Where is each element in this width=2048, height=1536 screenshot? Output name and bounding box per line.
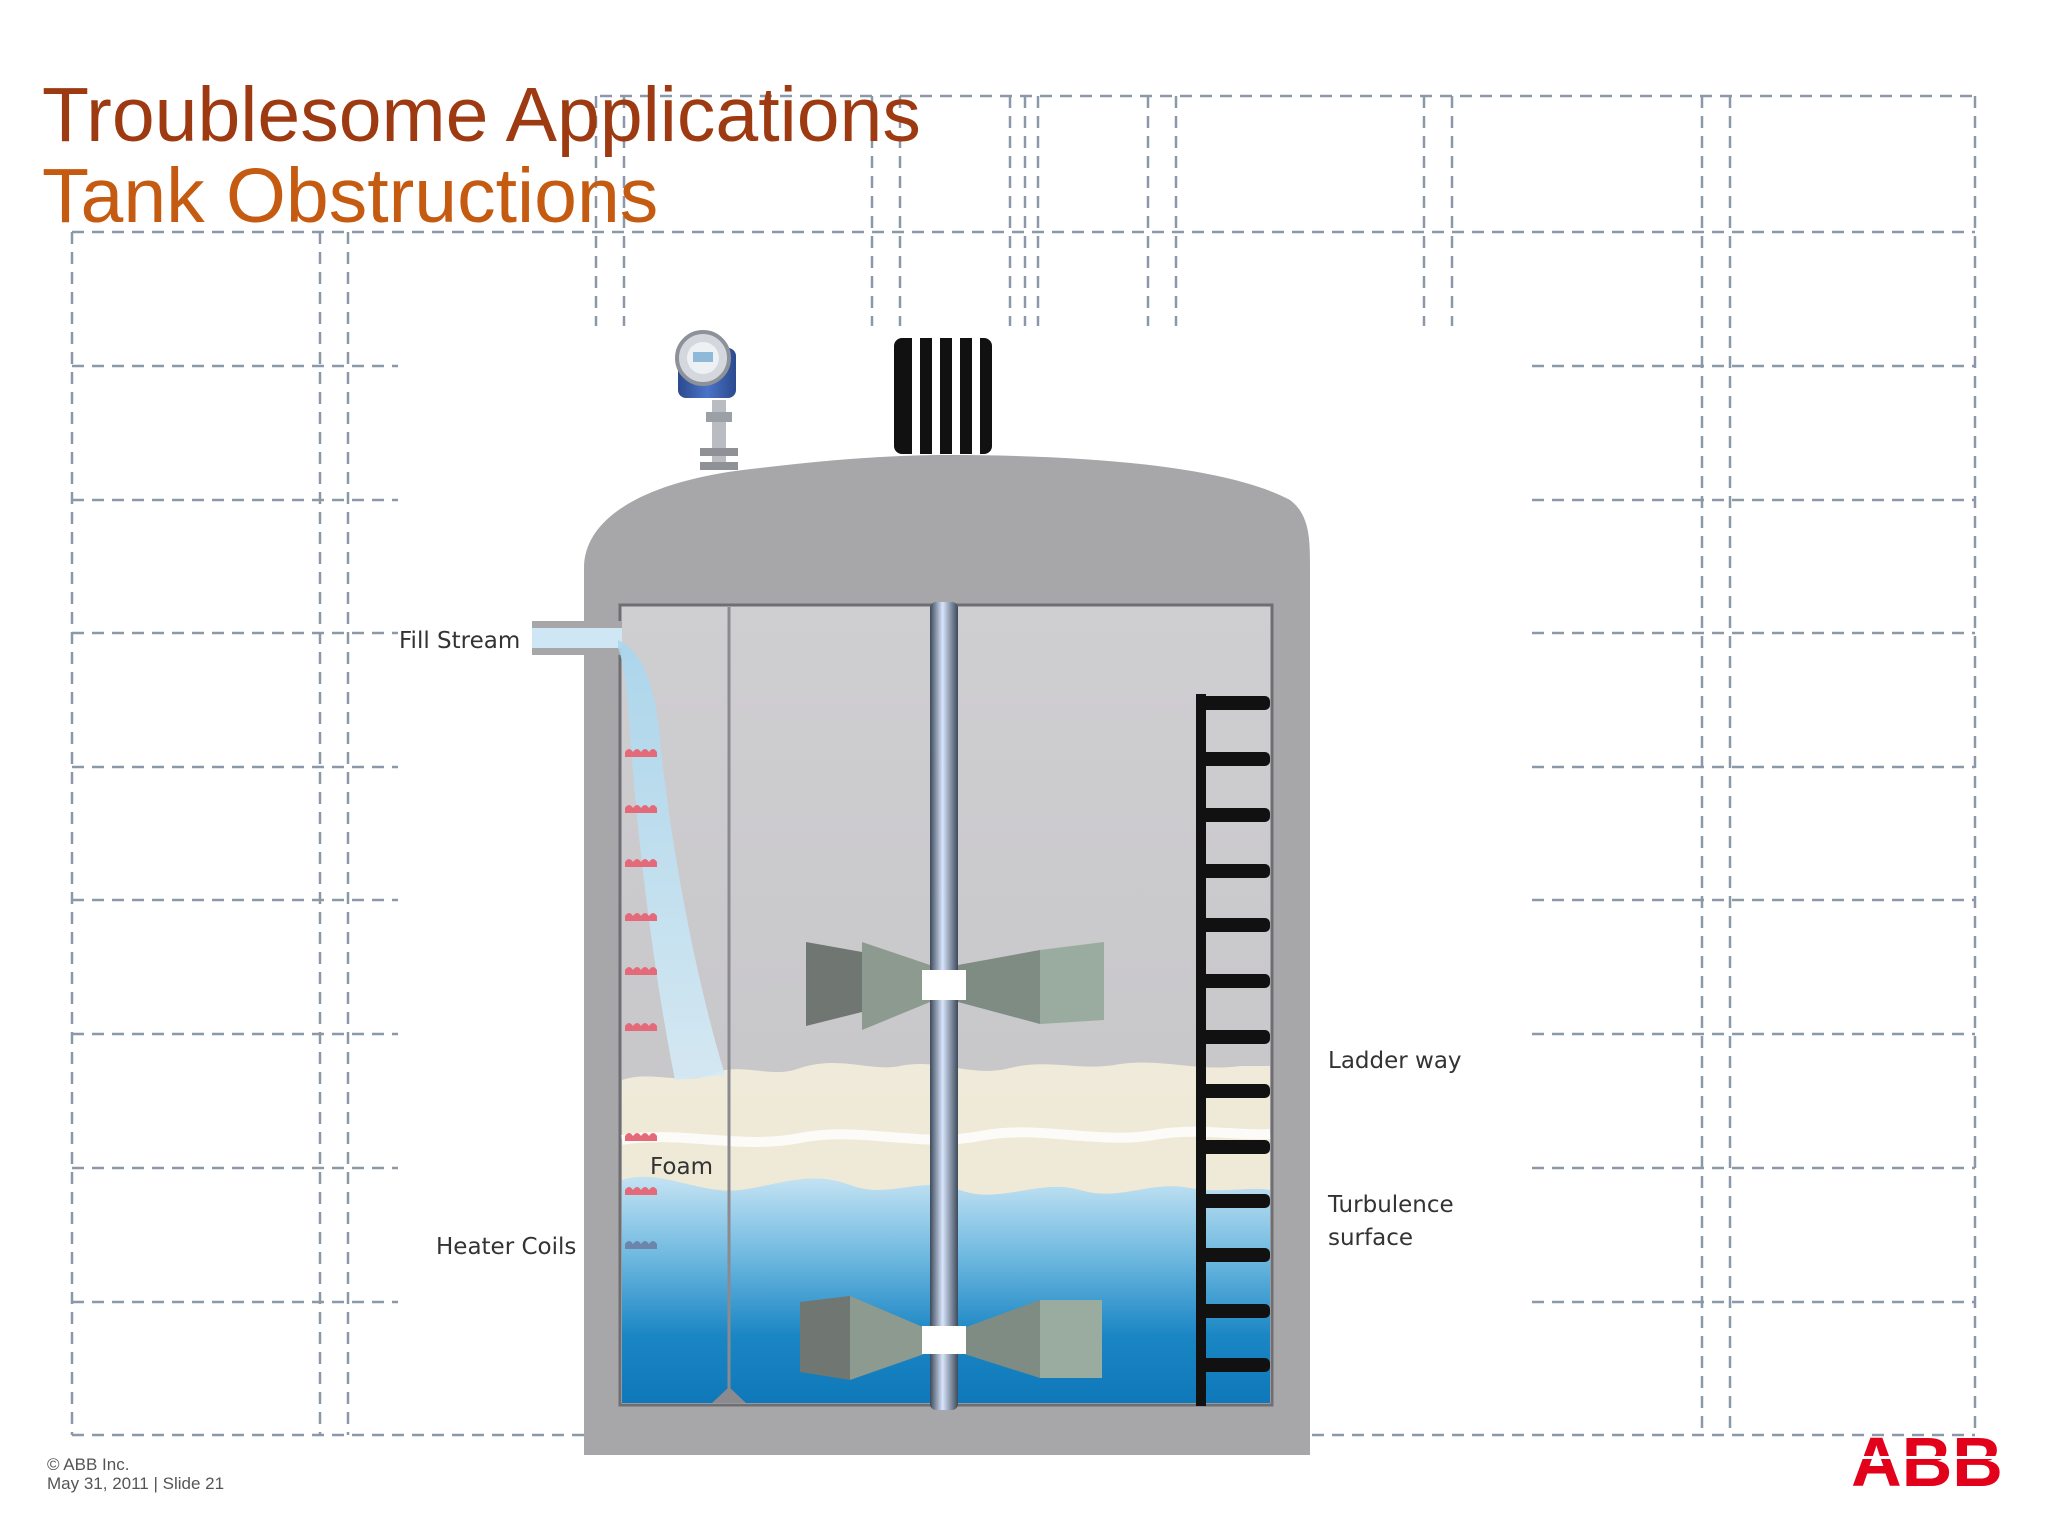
label-fill-stream: Fill Stream bbox=[399, 628, 520, 654]
ladder bbox=[1196, 694, 1270, 1406]
abb-logo-text: ABB bbox=[1852, 1428, 2002, 1492]
agitator-shaft bbox=[930, 602, 958, 1410]
abb-logo: ABB bbox=[1852, 1428, 2002, 1492]
label-ladder-way: Ladder way bbox=[1328, 1048, 1462, 1074]
label-foam: Foam bbox=[650, 1154, 713, 1180]
upper-impeller bbox=[806, 942, 1104, 1030]
footer-date-slide: May 31, 2011 | Slide 21 bbox=[47, 1474, 225, 1493]
slide-subtitle: Tank Obstructions bbox=[42, 153, 659, 239]
slide-title: Troublesome Applications bbox=[42, 72, 921, 158]
heater-coils bbox=[625, 749, 657, 1249]
label-turbulence-line2: surface bbox=[1328, 1225, 1413, 1251]
lower-impeller bbox=[800, 1296, 1102, 1380]
vent-icon bbox=[894, 338, 992, 454]
label-heater-coils: Heater Coils bbox=[436, 1234, 576, 1260]
level-transmitter-icon bbox=[675, 330, 738, 470]
label-turbulence-line1: Turbulence bbox=[1327, 1192, 1454, 1218]
footer-copyright: © ABB Inc. bbox=[47, 1455, 130, 1474]
